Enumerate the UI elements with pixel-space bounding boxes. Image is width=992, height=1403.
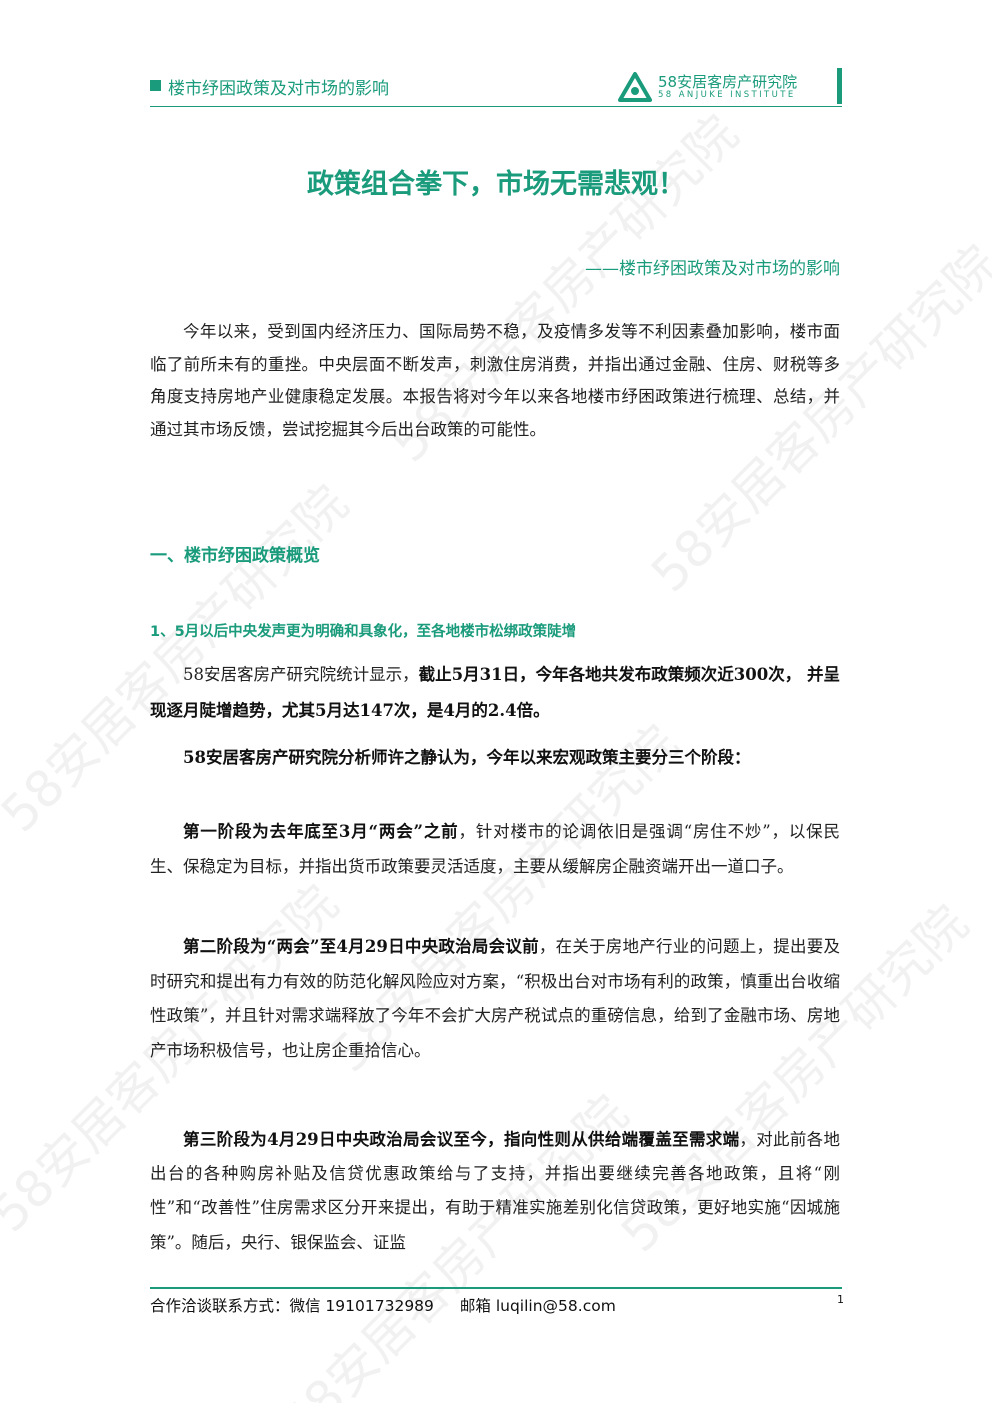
sub-heading: 1、5月以后中央发声更为明确和具象化，至各地楼市松绑政策陡增	[150, 624, 577, 640]
paragraph-emphasis: 第三阶段为4月29日中央政治局会议至今，指向性则从供给端覆盖至需求端	[183, 1130, 740, 1149]
section-heading: 一、楼市纾困政策概览	[150, 546, 320, 566]
paragraph-emphasis: 第一阶段为去年底至3月“两会”之前	[183, 822, 459, 841]
paragraph-text: ，在关于房地产行业的问题上，提出要及时研究和提出有力有效的防范化解风险应对方案，…	[150, 937, 840, 1061]
institute-logo: 58安居客房产研究院 58 ANJUKE INSTITUTE	[618, 70, 828, 106]
paragraph-statistics: 58安居客房产研究院统计显示，截止5月31日，今年各地共发布政策频次近300次，…	[150, 657, 840, 729]
paragraph-text: 58安居客房产研究院统计显示，	[183, 665, 419, 684]
logo-name: 58安居客房产研究院	[658, 73, 798, 91]
page-number: 1	[837, 1293, 844, 1306]
header-accent-bar	[837, 68, 842, 104]
paragraph-stage-two: 第二阶段为“两会”至4月29日中央政治局会议前，在关于房地产行业的问题上，提出要…	[150, 930, 840, 1069]
paragraph-stage-three: 第三阶段为4月29日中央政治局会议至今，指向性则从供给端覆盖至需求端，对此前各地…	[150, 1123, 840, 1260]
logo-subtitle: 58 ANJUKE INSTITUTE	[658, 90, 796, 100]
contact-wechat: 合作洽谈联系方式：微信 19101732989	[150, 1297, 434, 1315]
paragraph-text: ，对此前各地出台的各种购房补贴及信贷优惠政策给与了支持，并指出要继续完善各地政策…	[150, 1130, 840, 1252]
footer-contact: 合作洽谈联系方式：微信 19101732989 邮箱 luqilin@58.com	[150, 1294, 642, 1316]
paragraph-emphasis: 第二阶段为“两会”至4月29日中央政治局会议前	[183, 937, 539, 956]
page-header: 楼市纾困政策及对市场的影响 58安居客房产研究院 58 ANJUKE INSTI…	[150, 68, 842, 106]
footer-divider	[150, 1287, 842, 1289]
header-title: 楼市纾困政策及对市场的影响	[168, 79, 389, 99]
header-square-icon	[150, 80, 161, 91]
contact-email: 邮箱 luqilin@58.com	[459, 1297, 616, 1315]
paragraph-text: ，针对楼市的论调依旧是强调“房住不炒”，以保民生、保稳定为目标，并指出货币政策要…	[150, 822, 840, 876]
document-subtitle: ——楼市纾困政策及对市场的影响	[585, 259, 840, 279]
paragraph-analyst: 58安居客房产研究院分析师许之静认为，今年以来宏观政策主要分三个阶段：	[150, 740, 840, 776]
header-divider	[150, 106, 842, 107]
intro-paragraph: 今年以来，受到国内经济压力、国际局势不稳，及疫情多发等不利因素叠加影响，楼市面临…	[150, 322, 840, 439]
paragraph-stage-one: 第一阶段为去年底至3月“两会”之前，针对楼市的论调依旧是强调“房住不炒”，以保民…	[150, 815, 840, 884]
triangle-logo-icon	[618, 72, 652, 102]
document-title: 政策组合拳下，市场无需悲观！	[307, 169, 685, 200]
paragraph-emphasis: 截止5月31日，今年各地共发布政策频次近300次， 并呈现逐月陡增趋势，尤其5月…	[150, 665, 840, 720]
watermark-text: 58安居客房产研究院	[0, 474, 360, 844]
paragraph-emphasis: 58安居客房产研究院分析师许之静认为，今年以来宏观政策主要分三个阶段：	[183, 748, 751, 767]
